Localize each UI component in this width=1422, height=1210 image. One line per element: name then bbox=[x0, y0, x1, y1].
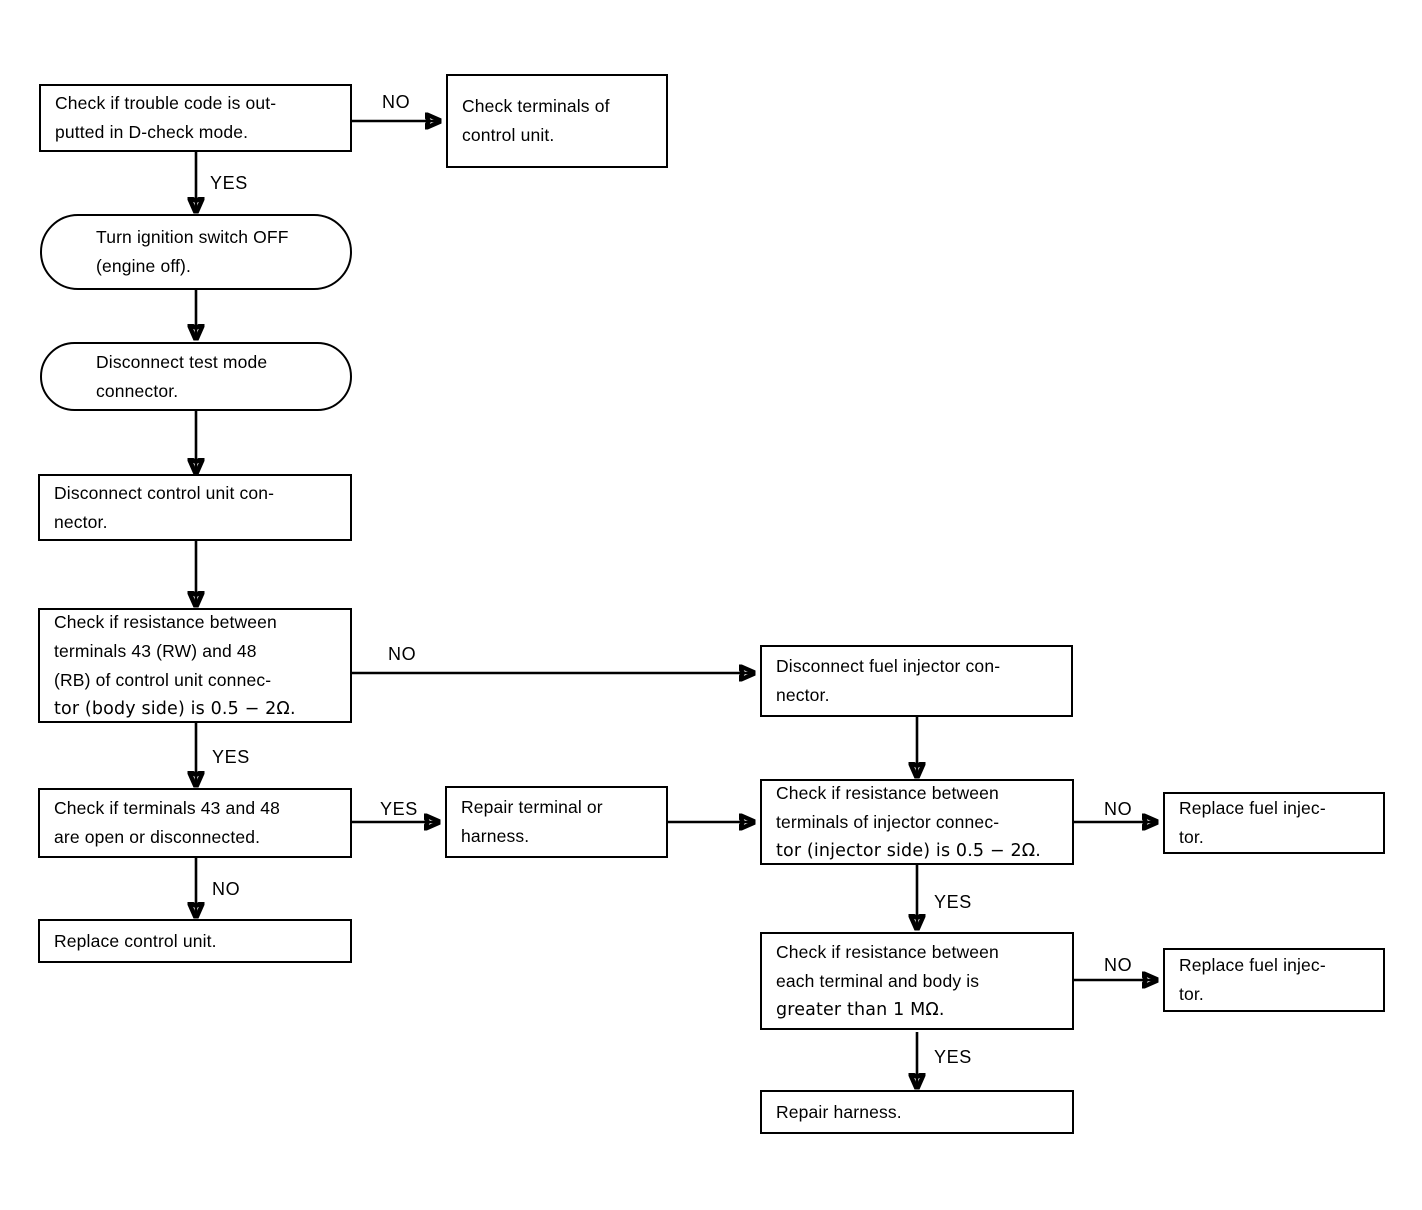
node-replace-fuel-injector-1[interactable]: Replace fuel injec- tor. bbox=[1163, 792, 1385, 854]
node-check-terminals-control-unit[interactable]: Check terminals of control unit. bbox=[446, 74, 668, 168]
edge-label-body-check-yes: YES bbox=[934, 1047, 972, 1067]
node-line: tor (body side) is 0.5 − 2Ω. bbox=[54, 698, 296, 719]
node-line: nector. bbox=[776, 685, 830, 705]
node-disconnect-fuel-injector-connector[interactable]: Disconnect fuel injector con- nector. bbox=[760, 645, 1073, 717]
edge-label-terminals-open-no: NO bbox=[212, 879, 241, 899]
node-line: connector. bbox=[96, 380, 179, 401]
node-line: Repair harness. bbox=[776, 1101, 902, 1122]
node-line: Disconnect test mode bbox=[96, 351, 268, 372]
edge-label-resistance-cu-yes: YES bbox=[212, 747, 250, 767]
node-line: each terminal and body is bbox=[776, 970, 980, 991]
node-line: (engine off). bbox=[96, 256, 192, 276]
edge-label-trouble-code-yes: YES bbox=[210, 173, 248, 193]
node-line: control unit. bbox=[462, 125, 555, 145]
node-replace-control-unit[interactable]: Replace control unit. bbox=[38, 919, 352, 963]
node-line: Disconnect fuel injector con- bbox=[776, 656, 1001, 676]
node-line: tor (injector side) is 0.5 − 2Ω. bbox=[776, 840, 1041, 861]
edge-label-resistance-cu-no: NO bbox=[388, 644, 417, 664]
node-line: tor. bbox=[1179, 827, 1204, 847]
node-disconnect-test-mode[interactable]: Disconnect test mode connector. bbox=[40, 342, 352, 411]
node-line: Replace fuel injec- bbox=[1179, 955, 1326, 975]
node-line: greater than 1 MΩ. bbox=[776, 999, 945, 1020]
node-check-resistance-injector[interactable]: Check if resistance between terminals of… bbox=[760, 779, 1074, 865]
node-check-trouble-code[interactable]: Check if trouble code is out- putted in … bbox=[39, 84, 352, 152]
node-line: terminals of injector connec- bbox=[776, 811, 1000, 832]
node-line: harness. bbox=[461, 826, 530, 846]
node-check-terminals-open[interactable]: Check if terminals 43 and 48 are open or… bbox=[38, 788, 352, 858]
node-line: putted in D-check mode. bbox=[55, 122, 249, 142]
node-line: nector. bbox=[54, 511, 108, 532]
node-check-resistance-body[interactable]: Check if resistance between each termina… bbox=[760, 932, 1074, 1030]
node-line: are open or disconnected. bbox=[54, 827, 261, 847]
node-turn-ignition-off[interactable]: Turn ignition switch OFF (engine off). bbox=[40, 214, 352, 290]
edge-label-injector-check-yes: YES bbox=[934, 892, 972, 912]
node-line: Check if resistance between bbox=[776, 782, 999, 803]
node-line: Check if resistance between bbox=[776, 941, 999, 962]
node-line: Check if trouble code is out- bbox=[55, 93, 277, 113]
node-line: Replace fuel injec- bbox=[1179, 798, 1326, 818]
edge-label-terminals-open-yes: YES bbox=[380, 799, 418, 819]
node-line: Check if resistance between bbox=[54, 611, 277, 632]
node-line: Disconnect control unit con- bbox=[54, 482, 275, 503]
node-replace-fuel-injector-2[interactable]: Replace fuel injec- tor. bbox=[1163, 948, 1385, 1012]
node-line: (RB) of control unit connec- bbox=[54, 669, 272, 690]
edge-label-injector-check-no: NO bbox=[1104, 799, 1133, 819]
node-line: Turn ignition switch OFF bbox=[96, 227, 289, 247]
edge-label-body-check-no: NO bbox=[1104, 955, 1133, 975]
node-disconnect-control-unit-connector[interactable]: Disconnect control unit con- nector. bbox=[38, 474, 352, 541]
edge-label-trouble-code-no: NO bbox=[382, 92, 411, 112]
node-line: terminals 43 (RW) and 48 bbox=[54, 640, 257, 661]
node-line: tor. bbox=[1179, 984, 1204, 1004]
node-line: Repair terminal or bbox=[461, 797, 603, 817]
node-line: Check if terminals 43 and 48 bbox=[54, 798, 280, 818]
node-repair-terminal-or-harness[interactable]: Repair terminal or harness. bbox=[445, 786, 668, 858]
node-line: Replace control unit. bbox=[54, 930, 217, 951]
node-check-resistance-control-unit[interactable]: Check if resistance between terminals 43… bbox=[38, 608, 352, 723]
node-line: Check terminals of bbox=[462, 96, 610, 116]
node-repair-harness[interactable]: Repair harness. bbox=[760, 1090, 1074, 1134]
